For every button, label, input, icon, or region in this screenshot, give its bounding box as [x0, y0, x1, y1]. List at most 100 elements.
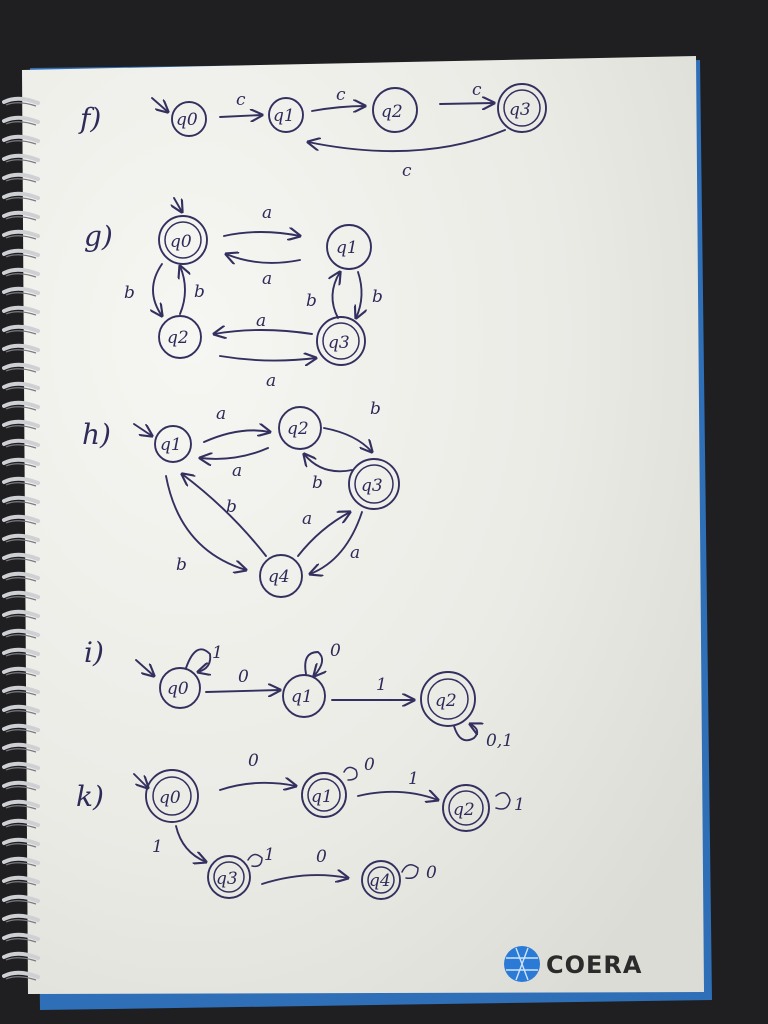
spiral-ring [2, 533, 40, 542]
transition-label: b [124, 283, 135, 303]
section-label-i: i) [84, 636, 104, 669]
spiral-ring-shadow [5, 140, 37, 145]
spiral-ring-shadow [5, 824, 37, 829]
transition-label: 1 [514, 795, 525, 815]
spiral-ring [2, 324, 40, 333]
spiral-ring [2, 153, 40, 162]
transition-label: 1 [264, 845, 275, 865]
transition-arrow [219, 356, 316, 361]
accept-state-inner [503, 89, 541, 127]
spiral-ring [2, 552, 40, 561]
state-label: q4 [369, 871, 391, 891]
spiral-ring-shadow [5, 577, 37, 582]
spiral-ring [2, 761, 40, 770]
spiral-ring-shadow [5, 254, 37, 259]
transition-arrow [219, 115, 262, 117]
state-circle [159, 667, 201, 709]
transition-arrow [200, 447, 269, 459]
transition-arrow [182, 474, 267, 557]
spiral-ring-shadow [5, 558, 37, 563]
transition-label: 1 [408, 769, 419, 789]
state-label: q2 [287, 419, 309, 439]
spiral-ring [2, 894, 40, 903]
spiral-ring [2, 115, 40, 124]
state-circle [268, 97, 304, 133]
section-g: g) q0 q1 q2 q3 a a b b b b a a [84, 197, 383, 391]
spiral-ring-shadow [5, 786, 37, 791]
transition-label: b [226, 497, 237, 517]
spiral-ring [2, 818, 40, 827]
spiral-ring-shadow [5, 634, 37, 639]
spiral-ring [2, 932, 40, 941]
transition-arrow [203, 430, 270, 443]
transition-label: c [472, 80, 482, 100]
start-arrow-icon [151, 97, 168, 112]
spiral-ring [2, 723, 40, 732]
start-arrow-icon [174, 197, 182, 212]
transition-arrow [223, 232, 300, 236]
state-label: q2 [453, 800, 475, 820]
transition-label: c [336, 85, 346, 105]
state-circle [326, 224, 372, 270]
accept-state-outer [420, 671, 476, 727]
transition-label: c [402, 161, 412, 181]
transition-label: 1 [212, 643, 223, 663]
start-arrow-icon [135, 659, 154, 676]
spiral-ring [2, 742, 40, 751]
spiral-ring-shadow [5, 178, 37, 183]
spiral-ring-shadow [5, 463, 37, 468]
section-label-f: f) [78, 102, 101, 135]
spiral-ring [2, 457, 40, 466]
self-loop-arrow [185, 648, 210, 672]
transition-arrow [439, 103, 494, 104]
spiral-ring-shadow [5, 710, 37, 715]
transition-label: a [350, 543, 360, 563]
state-label: q0 [170, 232, 192, 252]
transition-arrow [153, 263, 162, 316]
spiral-ring-shadow [5, 330, 37, 335]
transition-label: 0 [238, 667, 249, 687]
spiral-ring-shadow [5, 159, 37, 164]
spiral-ring-shadow [5, 957, 37, 962]
spiral-ring-shadow [5, 292, 37, 297]
spiral-ring [2, 875, 40, 884]
transition-arrow [261, 875, 348, 885]
section-i: i) q0 1 0 q1 0 1 q2 0,1 [84, 636, 513, 751]
transition-label: a [232, 461, 242, 481]
spiral-ring [2, 970, 40, 979]
section-k: k) q0 0 q1 0 1 q2 1 1 q3 1 0 q4 0 [76, 751, 525, 900]
globe-icon-mesh [506, 947, 538, 981]
section-label-h: h) [82, 418, 111, 451]
spiral-ring-shadow [5, 767, 37, 772]
spiral-binding [2, 96, 40, 981]
transition-label: b [306, 291, 317, 311]
section-label-g: g) [84, 220, 113, 253]
spiral-ring-shadow [5, 197, 37, 202]
accept-state-inner [367, 866, 395, 894]
spiral-ring-shadow [5, 843, 37, 848]
transition-arrow [205, 690, 280, 692]
spiral-ring-shadow [5, 273, 37, 278]
accept-state-outer [497, 83, 547, 133]
state-circle [278, 406, 322, 450]
transition-label: b [370, 399, 381, 419]
accept-state-inner [322, 322, 360, 360]
state-label: q4 [268, 567, 290, 587]
spiral-ring-shadow [5, 976, 37, 981]
transition-label: a [256, 311, 266, 331]
transition-label: 0 [330, 641, 341, 661]
section-h: h) q1 q2 q3 q4 a a b b b b a a [82, 399, 400, 598]
state-circle [154, 425, 192, 463]
transition-arrow [357, 792, 438, 800]
accept-state-inner [213, 861, 245, 893]
transition-arrow [332, 272, 340, 319]
spiral-ring-shadow [5, 881, 37, 886]
spiral-ring [2, 951, 40, 960]
spiral-ring-shadow [5, 653, 37, 658]
transition-label: 0 [316, 847, 327, 867]
self-loop-arrow [247, 853, 263, 868]
spiral-ring [2, 286, 40, 295]
spiral-ring-shadow [5, 900, 37, 905]
accept-state-outer [361, 860, 401, 900]
transition-arrow [310, 511, 363, 574]
